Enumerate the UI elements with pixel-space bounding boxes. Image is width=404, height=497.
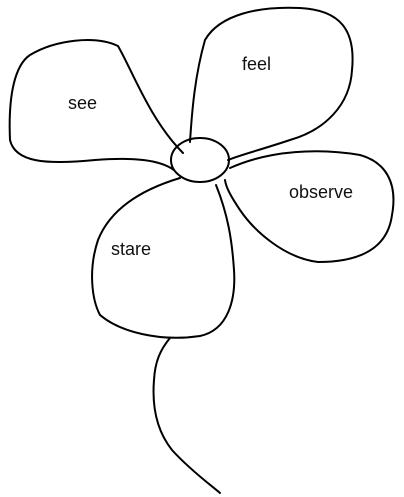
petal-label-observe: observe [289, 182, 353, 202]
petal-label-feel: feel [242, 54, 271, 74]
flower-center [171, 138, 229, 182]
petal-feel [190, 8, 353, 160]
petal-label-see: see [68, 93, 97, 113]
petal-observe [225, 151, 393, 262]
petal-label-stare: stare [111, 239, 151, 259]
flower-stem [154, 338, 220, 493]
